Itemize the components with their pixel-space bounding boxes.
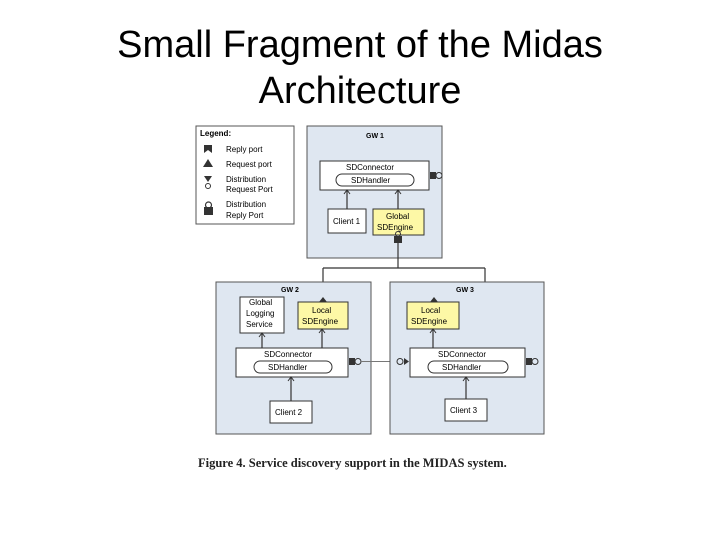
gw3-engine-l2: SDEngine xyxy=(411,317,448,326)
gw2-sdhandler-label: SDHandler xyxy=(268,363,307,372)
legend-dist-reply-l1: Distribution xyxy=(226,200,266,209)
gw3-sdhandler xyxy=(427,360,509,374)
gw3-client-label: Client 3 xyxy=(450,406,478,415)
gw3-sdhandler-label: SDHandler xyxy=(442,363,481,372)
gw2-client-label: Client 2 xyxy=(275,408,303,417)
reply-port-icon xyxy=(204,145,212,153)
gw3-sdconnector-label: SDConnector xyxy=(438,350,486,359)
gw1-client xyxy=(327,208,367,234)
gw2-distribution-port-icon xyxy=(349,358,355,365)
gw2-logging-l3: Service xyxy=(246,320,273,329)
gw3-engine-l1: Local xyxy=(421,306,440,315)
distribution-request-port-icon xyxy=(204,176,212,182)
gw2-sdconnector-label: SDConnector xyxy=(264,350,312,359)
legend-reply-port: Reply port xyxy=(226,145,263,154)
gw1-label: GW 1 xyxy=(366,133,384,140)
gw2-global-logging-service xyxy=(239,296,285,334)
gw1-global-sdengine xyxy=(372,208,425,236)
slide-title-line-2: Architecture xyxy=(258,70,462,112)
gw2-logging-l1: Global xyxy=(249,298,272,307)
slide-title: Small Fragment of the Midas Architecture xyxy=(0,22,720,114)
legend-dist-request-l2: Request Port xyxy=(226,185,273,194)
gateway-gw3: GW 3 Local SDEngine SDConnector SDHandle… xyxy=(389,281,545,435)
gw3-distribution-port-icon xyxy=(526,358,532,365)
legend-title: Legend: xyxy=(200,129,231,138)
legend-dist-reply-l2: Reply Port xyxy=(226,211,264,220)
gw1-client-label: Client 1 xyxy=(333,217,361,226)
gw1-engine-l2: SDEngine xyxy=(377,223,414,232)
gw2-sdhandler xyxy=(253,360,333,374)
figure-caption: Figure 4. Service discovery support in t… xyxy=(198,456,507,470)
gw1-sdconnector-label: SDConnector xyxy=(346,163,394,172)
request-port-icon xyxy=(203,159,213,167)
gw1-sdhandler xyxy=(335,173,415,187)
midas-architecture-diagram: Legend: Reply port Request port Distribu… xyxy=(195,125,545,435)
distribution-reply-port-icon xyxy=(204,207,213,215)
gw2-engine-l1: Local xyxy=(312,306,331,315)
gw1-engine-l1: Global xyxy=(386,212,409,221)
gw3-label: GW 3 xyxy=(456,287,474,294)
gw2-label: GW 2 xyxy=(281,287,299,294)
gw2-engine-l2: SDEngine xyxy=(302,317,339,326)
gw2-local-sdengine xyxy=(297,301,349,330)
slide-title-line-1: Small Fragment of the Midas xyxy=(117,24,603,66)
legend: Legend: Reply port Request port Distribu… xyxy=(195,125,295,225)
gateway-gw1: GW 1 SDConnector SDHandler Client 1 Glob… xyxy=(306,125,443,259)
legend-dist-request-l1: Distribution xyxy=(226,175,266,184)
gateway-gw2: GW 2 Global Logging Service Local SDEngi… xyxy=(215,281,372,435)
legend-request-port: Request port xyxy=(226,160,273,169)
gw2-logging-l2: Logging xyxy=(246,309,274,318)
gw1-sdhandler-label: SDHandler xyxy=(351,176,390,185)
gw1-distribution-port-icon xyxy=(430,172,436,179)
